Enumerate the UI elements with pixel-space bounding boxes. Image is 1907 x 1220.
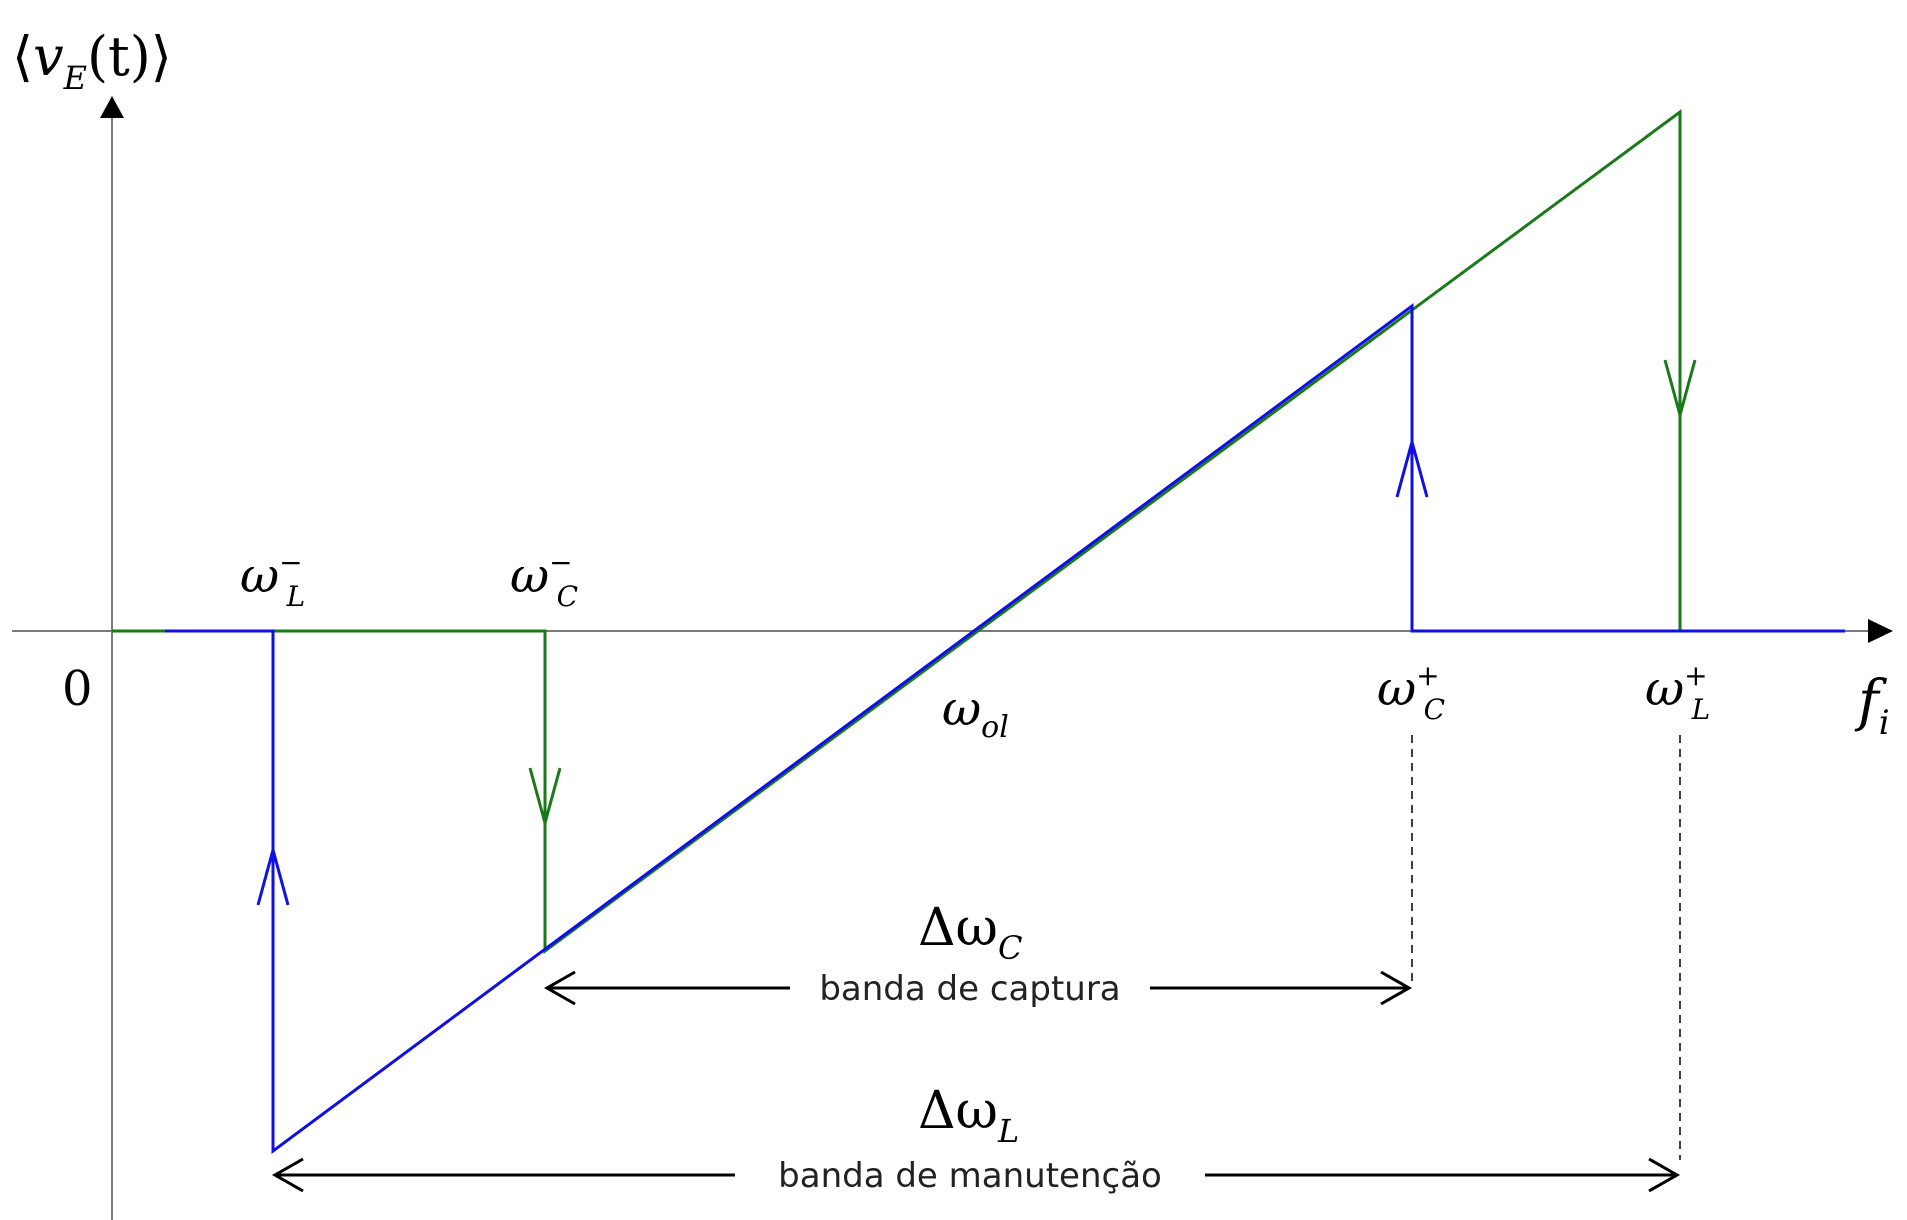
green-down-arrow-right	[1663, 359, 1697, 421]
green-down-arrow-left	[528, 767, 562, 829]
blue-up-arrow-right	[1395, 436, 1429, 498]
blue-sweep-curve	[165, 303, 1845, 1154]
capture-band-arrowhead-right	[1380, 970, 1413, 1006]
omega-l-plus-label: ω+L	[1645, 659, 1710, 726]
omega-ol-label: ωol	[942, 681, 1009, 745]
capture-band-symbol: ΔωC	[918, 898, 1022, 967]
blue-up-arrow-left	[256, 844, 290, 906]
hold-band-arrowhead-right	[1648, 1157, 1681, 1193]
hold-band-caption: banda de manutenção	[778, 1156, 1162, 1196]
omega-c-plus-label: ω+C	[1377, 659, 1445, 726]
omega-l-minus-label: ω−L	[240, 546, 305, 613]
x-axis-label: fi	[1854, 669, 1890, 743]
omega-c-minus-label: ω−C	[510, 546, 578, 613]
y-axis-arrowhead	[100, 96, 124, 118]
hold-band-arrowhead-left	[271, 1157, 304, 1193]
x-axis-arrowhead	[1868, 619, 1893, 643]
green-sweep-curve	[112, 109, 1790, 954]
capture-band-caption: banda de captura	[819, 969, 1120, 1009]
y-axis-label: ⟨vE(t)⟩	[12, 25, 172, 97]
hold-band-symbol: ΔωL	[918, 1081, 1019, 1150]
origin-label: 0	[62, 661, 93, 717]
capture-band-arrowhead-left	[543, 970, 576, 1006]
